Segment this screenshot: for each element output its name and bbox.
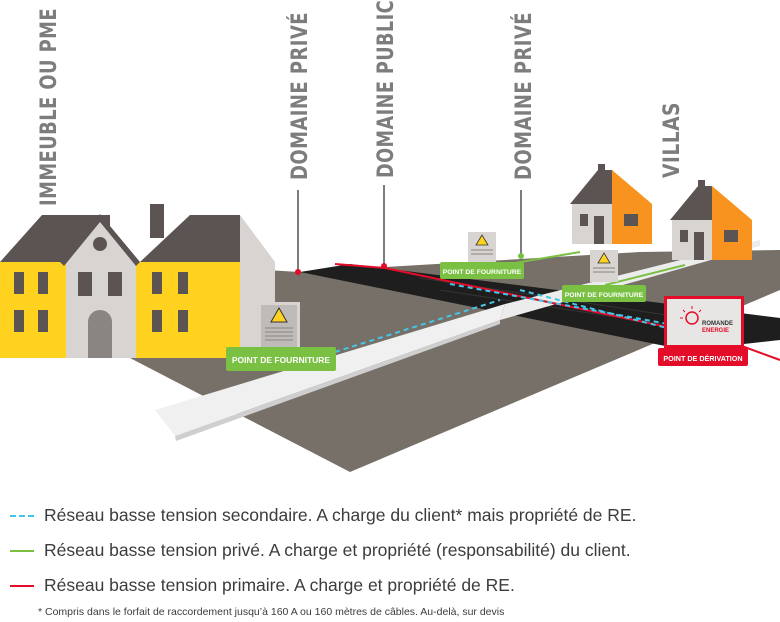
romande-energie-logo: ROMANDE ENERGIE [680, 306, 733, 334]
network-diagram: IMMEUBLE OU PME DOMAINE PRIVÉ DOMAINE PU… [0, 0, 780, 472]
footnote: * Compris dans le forfait de raccordemen… [38, 606, 505, 618]
legend-text-secondary: Réseau basse tension secondaire. A charg… [44, 505, 637, 525]
tag-point-fourniture-main [226, 347, 336, 371]
secondary-cable-street [449, 283, 691, 329]
tag-point-fourniture-main-text: POINT DE FOURNITURE [232, 355, 331, 365]
private-cable-villa2 [604, 264, 686, 286]
legend-text-primary: Réseau basse tension primaire. A charge … [44, 575, 515, 595]
tag-point-derivation [658, 348, 748, 366]
secondary-cable-building [334, 299, 501, 353]
label-domaine-prive-left: DOMAINE PRIVÉ [287, 12, 313, 180]
derivation-box: ROMANDE ENERGIE [664, 296, 744, 352]
primary-cable [334, 263, 780, 361]
legend-swatch-private [10, 549, 34, 552]
secondary-cable-villa [519, 289, 691, 335]
label-building: IMMEUBLE OU PME [37, 8, 62, 206]
supply-box-villa2 [590, 250, 618, 282]
villa-illustration-1 [570, 164, 652, 244]
label-domaine-prive-right: DOMAINE PRIVÉ [511, 12, 537, 180]
legend-text-private: Réseau basse tension privé. A charge et … [44, 540, 631, 560]
legend-row-primary: Réseau basse tension primaire. A charge … [8, 568, 778, 603]
supply-box-main [258, 302, 300, 352]
label-domaine-public: DOMAINE PUBLIC [374, 0, 399, 178]
tag-point-fourniture-villa1 [440, 262, 524, 279]
svg-text:ENERGIE: ENERGIE [702, 328, 729, 334]
tag-point-fourniture-villa1-text: POINT DE FOURNITURE [443, 269, 522, 276]
building-illustration [0, 204, 275, 358]
legend-row-private: Réseau basse tension privé. A charge et … [8, 533, 778, 568]
legend-row-secondary: Réseau basse tension secondaire. A charg… [8, 498, 778, 533]
legend-swatch-secondary [10, 514, 34, 517]
svg-text:ROMANDE: ROMANDE [702, 321, 733, 327]
legend: Réseau basse tension secondaire. A charg… [8, 498, 778, 603]
label-villas: VILLAS [660, 102, 685, 178]
villa-illustration-2 [670, 180, 752, 260]
supply-box-villa1 [468, 232, 496, 264]
tag-point-fourniture-villa2 [562, 285, 646, 302]
tag-point-fourniture-villa2-text: POINT DE FOURNITURE [565, 292, 644, 299]
legend-swatch-primary [10, 584, 34, 587]
tag-point-derivation-text: POINT DE DÉRIVATION [663, 354, 742, 363]
